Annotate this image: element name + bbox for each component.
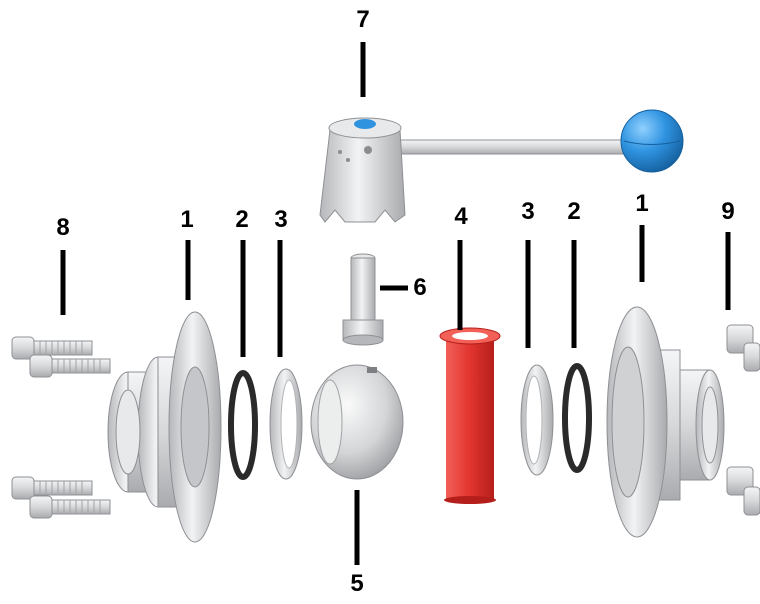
seat bbox=[439, 327, 501, 504]
washer-right bbox=[520, 364, 554, 476]
label-1-left: 1 bbox=[180, 206, 194, 233]
bolt bbox=[29, 354, 111, 378]
handle-cap bbox=[354, 119, 376, 129]
bolt bbox=[29, 495, 111, 519]
bolt bbox=[11, 476, 93, 500]
bolts-left bbox=[11, 336, 111, 519]
label-8: 8 bbox=[56, 214, 70, 241]
label-2-right: 2 bbox=[567, 198, 581, 225]
gasket-right bbox=[562, 363, 592, 473]
label-7: 7 bbox=[356, 6, 370, 33]
bolt bbox=[11, 336, 93, 360]
end-cap-right bbox=[606, 306, 725, 538]
stem bbox=[342, 253, 384, 346]
label-2-left: 2 bbox=[235, 206, 249, 233]
washer-left bbox=[269, 368, 303, 480]
gasket-left bbox=[228, 370, 258, 480]
label-5: 5 bbox=[350, 570, 364, 597]
handle-knob bbox=[620, 109, 684, 173]
handle bbox=[319, 109, 684, 223]
label-1-right: 1 bbox=[635, 190, 649, 217]
end-cap-left bbox=[107, 311, 222, 543]
label-4: 4 bbox=[454, 203, 468, 230]
bolts-right bbox=[726, 324, 760, 516]
label-9: 9 bbox=[721, 198, 735, 225]
label-6: 6 bbox=[413, 274, 427, 301]
label-3-left: 3 bbox=[274, 206, 288, 233]
ball bbox=[310, 364, 404, 480]
label-3-right: 3 bbox=[521, 198, 535, 225]
leader-lines bbox=[60, 42, 731, 565]
